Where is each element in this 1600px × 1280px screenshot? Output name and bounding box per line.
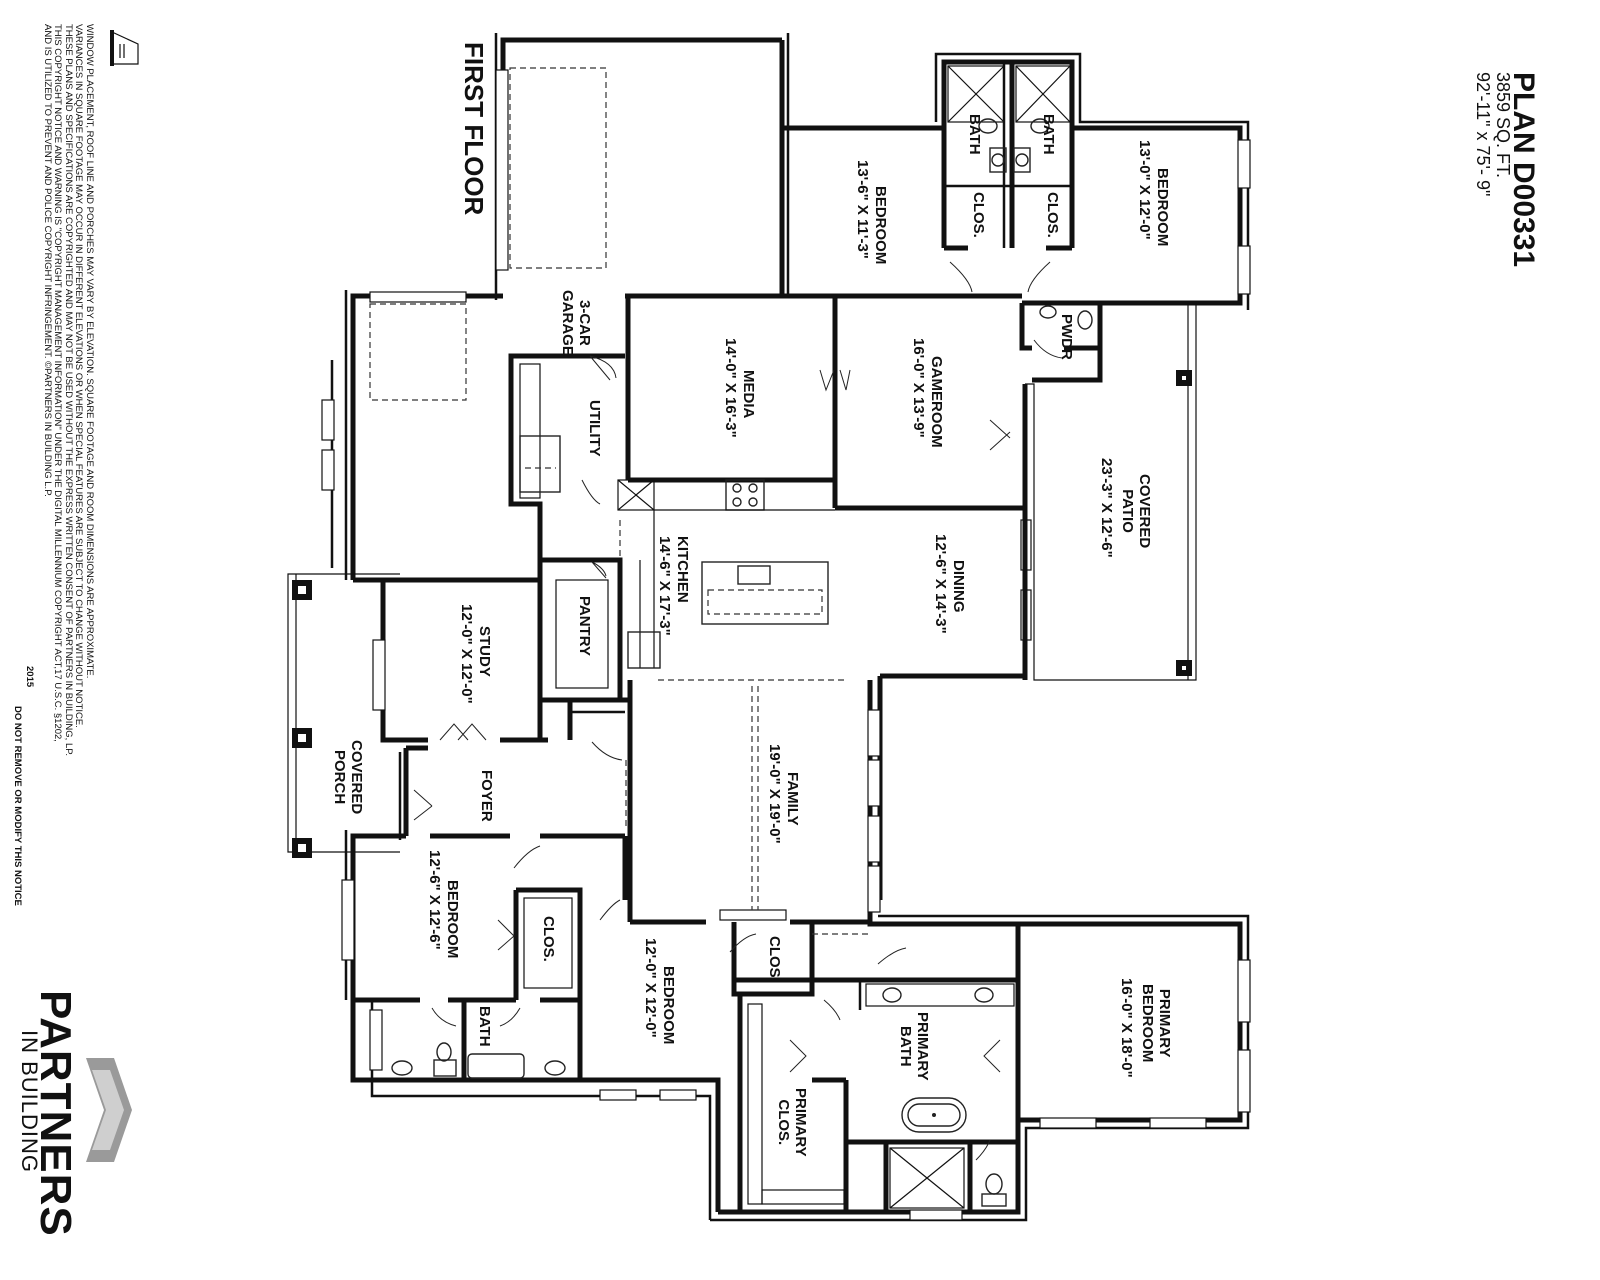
- equal-housing-icon: [110, 30, 139, 66]
- study-walls: [353, 577, 548, 743]
- bedroom-c-walls: [341, 830, 625, 1098]
- bedroom-d-walls: [580, 836, 815, 1220]
- utility-walls: [508, 353, 625, 580]
- foyer-family-walls: [406, 680, 881, 925]
- covered-porch: [287, 573, 409, 858]
- door-swings: [413, 261, 1063, 1161]
- top-bedroom-walls: [782, 52, 1251, 383]
- logo-sub: IN BUILDING: [17, 1030, 42, 1174]
- garage-walls: [321, 33, 790, 580]
